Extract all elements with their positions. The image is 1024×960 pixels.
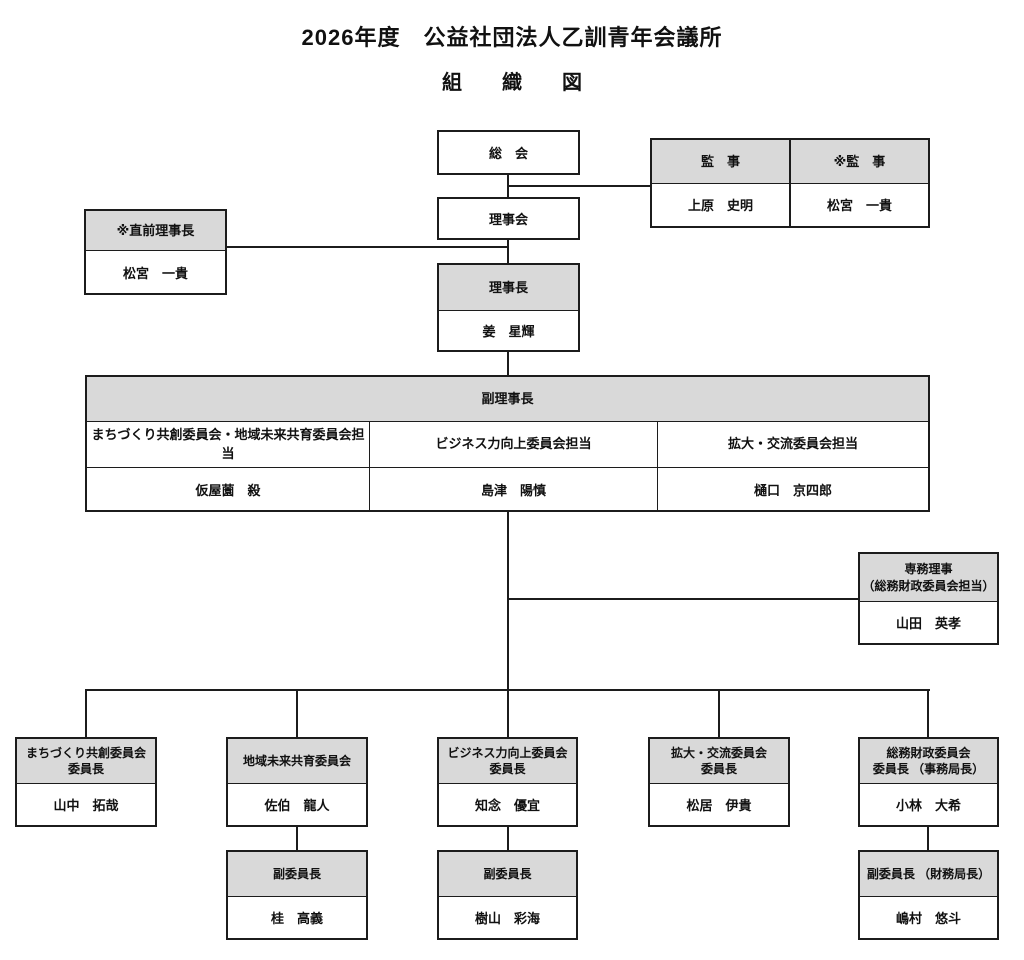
node-vice-chair-business: 副委員長 樹山 彩海 — [437, 850, 578, 940]
node-immediate-past-president: ※直前理事長 松宮 一貴 — [84, 209, 227, 295]
node-name: 樹山 彩海 — [439, 897, 576, 938]
connector-line — [927, 826, 929, 851]
connector-line — [227, 246, 509, 248]
node-vice-presidents: 副理事長 まちづくり共創委員会・地域未来共育委員会担当 仮屋薗 殺 ビジネス力向… — [85, 375, 930, 512]
node-name: 姜 星輝 — [439, 311, 578, 350]
node-auditor2: ※監 事 松宮 一貴 — [789, 138, 930, 228]
vp-name: 島津 陽慎 — [370, 468, 657, 510]
node-title: 監 事 — [652, 140, 789, 184]
node-general-assembly: 総 会 — [437, 130, 580, 175]
vice-president-cell: ビジネス力向上委員会担当 島津 陽慎 — [370, 422, 658, 510]
node-name: 松宮 一貴 — [86, 251, 225, 293]
vp-name: 仮屋薗 殺 — [87, 468, 369, 510]
node-committee-somu-zaisei: 総務財政委員会 委員長 （事務局長） 小林 大希 — [858, 737, 999, 827]
connector-line — [718, 689, 720, 738]
node-committee-kakudai-koryu: 拡大・交流委員会 委員長 松居 伊貴 — [648, 737, 790, 827]
node-label: 理事会 — [439, 199, 578, 238]
node-name: 小林 大希 — [860, 784, 997, 825]
node-name: 桂 高義 — [228, 897, 366, 938]
vice-president-cell: まちづくり共創委員会・地域未来共育委員会担当 仮屋薗 殺 — [87, 422, 370, 510]
node-committee-chiiki-mirai: 地域未来共育委員会 佐伯 龍人 — [226, 737, 368, 827]
node-president: 理事長 姜 星輝 — [437, 263, 580, 352]
node-title: ビジネス力向上委員会 委員長 — [439, 739, 576, 784]
node-name: 山中 拓哉 — [17, 784, 155, 825]
node-title: ※監 事 — [791, 140, 928, 184]
node-executive-director: 専務理事 （総務財政委員会担当） 山田 英孝 — [858, 552, 999, 645]
node-name: 山田 英孝 — [860, 602, 997, 643]
connector-line — [85, 689, 930, 691]
node-name: 嶋村 悠斗 — [860, 897, 997, 938]
node-name: 佐伯 龍人 — [228, 784, 366, 825]
vice-president-cell: 拡大・交流委員会担当 樋口 京四郎 — [658, 422, 928, 510]
node-label: 総 会 — [439, 132, 578, 173]
node-title: まちづくり共創委員会 委員長 — [17, 739, 155, 784]
node-title: 副委員長 （財務局長） — [860, 852, 997, 897]
page-subtitle: 組 織 図 — [442, 72, 592, 94]
node-title: 専務理事 （総務財政委員会担当） — [860, 554, 997, 602]
node-title: ※直前理事長 — [86, 211, 225, 251]
node-title: 副委員長 — [228, 852, 366, 897]
connector-line — [927, 689, 929, 738]
connector-line — [507, 239, 509, 264]
vp-charge: まちづくり共創委員会・地域未来共育委員会担当 — [87, 422, 369, 468]
connector-line — [296, 689, 298, 738]
connector-line — [507, 598, 859, 600]
node-committee-machizukuri: まちづくり共創委員会 委員長 山中 拓哉 — [15, 737, 157, 827]
node-committee-business: ビジネス力向上委員会 委員長 知念 優宜 — [437, 737, 578, 827]
connector-line — [85, 689, 87, 738]
node-name: 松宮 一貴 — [791, 184, 928, 225]
node-vice-chair-chiiki: 副委員長 桂 高義 — [226, 850, 368, 940]
node-title: 拡大・交流委員会 委員長 — [650, 739, 788, 784]
node-vice-chair-zaimu: 副委員長 （財務局長） 嶋村 悠斗 — [858, 850, 999, 940]
vp-charge: ビジネス力向上委員会担当 — [370, 422, 657, 468]
connector-line — [507, 511, 509, 738]
node-title: 副理事長 — [87, 377, 928, 422]
vp-name: 樋口 京四郎 — [658, 468, 928, 510]
node-name: 松居 伊貴 — [650, 784, 788, 825]
page-title: 2026年度 公益社団法人乙訓青年会議所 — [301, 25, 723, 50]
node-title: 総務財政委員会 委員長 （事務局長） — [860, 739, 997, 784]
connector-line — [507, 185, 650, 187]
node-auditor: 監 事 上原 史明 — [650, 138, 791, 228]
connector-line — [296, 826, 298, 851]
node-name: 上原 史明 — [652, 184, 789, 225]
connector-line — [507, 826, 509, 851]
node-title: 理事長 — [439, 265, 578, 311]
connector-line — [507, 351, 509, 376]
node-title: 地域未来共育委員会 — [228, 739, 366, 784]
node-board-meeting: 理事会 — [437, 197, 580, 240]
node-name: 知念 優宜 — [439, 784, 576, 825]
vp-charge: 拡大・交流委員会担当 — [658, 422, 928, 468]
node-title: 副委員長 — [439, 852, 576, 897]
